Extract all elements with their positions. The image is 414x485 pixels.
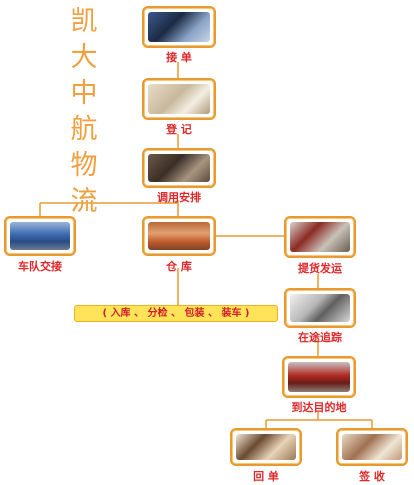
company-title: 凯 大 中 航 物 流 bbox=[66, 4, 102, 220]
node-qianshou-photo bbox=[336, 428, 408, 466]
node-cangku-photo bbox=[142, 216, 216, 256]
signing-image bbox=[342, 434, 402, 460]
receptionist-image bbox=[148, 84, 210, 114]
arrival-trucks-image bbox=[288, 362, 350, 392]
node-huidan-photo bbox=[230, 428, 302, 466]
team-meeting-image bbox=[148, 154, 210, 182]
node-zaitu-label: 在途追踪 bbox=[298, 331, 342, 344]
node-daoda-label: 到达目的地 bbox=[291, 401, 347, 414]
node-dengji-photo bbox=[142, 78, 216, 120]
title-char: 大 bbox=[70, 42, 98, 73]
receipt-document-image bbox=[236, 434, 296, 460]
node-tihuo-label: 提货发运 bbox=[298, 262, 342, 275]
business-meeting-image bbox=[148, 12, 210, 42]
node-cangku-label: 仓 库 bbox=[166, 260, 192, 273]
node-huidan-label: 回 单 bbox=[253, 470, 279, 483]
node-diaoyong-label: 调用安排 bbox=[157, 191, 201, 204]
title-char: 凯 bbox=[70, 6, 98, 37]
loading-truck-image bbox=[290, 222, 350, 252]
title-char: 中 bbox=[70, 78, 98, 109]
warehouse-operations-bar: ( 入库 、 分检 、 包装 、 装车 ) bbox=[74, 305, 278, 322]
node-diaoyong-photo bbox=[142, 148, 216, 188]
truck-fleet-image bbox=[10, 222, 70, 250]
node-dengji-label: 登 记 bbox=[166, 123, 192, 136]
title-char: 航 bbox=[70, 114, 98, 145]
node-qianshou-label: 签 收 bbox=[359, 470, 385, 483]
node-tihuo-photo bbox=[284, 216, 356, 258]
node-daoda-photo bbox=[282, 356, 356, 398]
node-chedui-label: 车队交接 bbox=[18, 260, 62, 273]
node-jiedan-photo bbox=[142, 6, 216, 48]
node-jiedan-label: 接 单 bbox=[166, 51, 192, 64]
node-chedui-photo bbox=[4, 216, 76, 256]
node-zaitu-photo bbox=[284, 288, 356, 328]
warehouse-image bbox=[148, 222, 210, 250]
title-char: 物 bbox=[70, 150, 98, 181]
title-char: 流 bbox=[70, 186, 98, 217]
phone-tracking-image bbox=[290, 294, 350, 322]
